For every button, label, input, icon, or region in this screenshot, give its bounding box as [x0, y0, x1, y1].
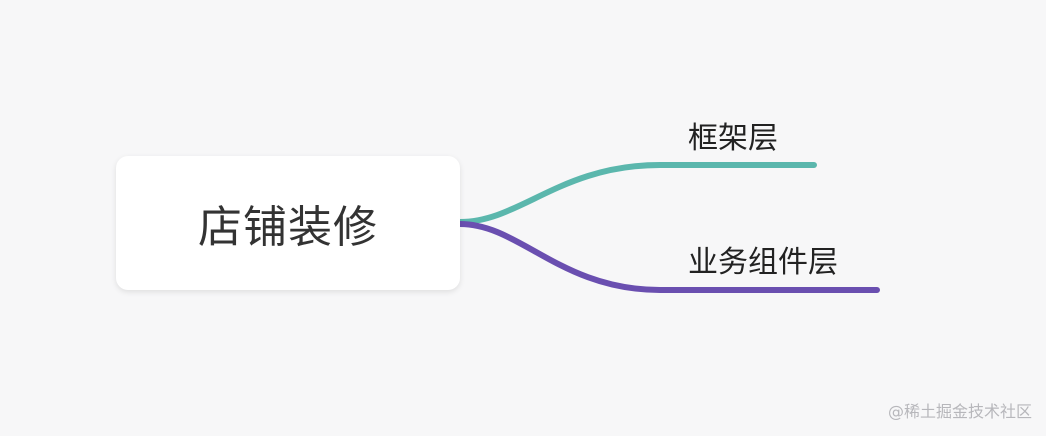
root-node-label: 店铺装修	[198, 202, 378, 253]
root-node[interactable]: 店铺装修	[116, 156, 460, 290]
connector-frame-layer	[457, 162, 817, 225]
branch-node-frame-layer[interactable]: 框架层	[688, 121, 778, 156]
connector-business-component-layer	[457, 221, 880, 293]
branch-node-business-component-layer[interactable]: 业务组件层	[688, 245, 838, 280]
watermark: @稀土掘金技术社区	[887, 402, 1032, 421]
